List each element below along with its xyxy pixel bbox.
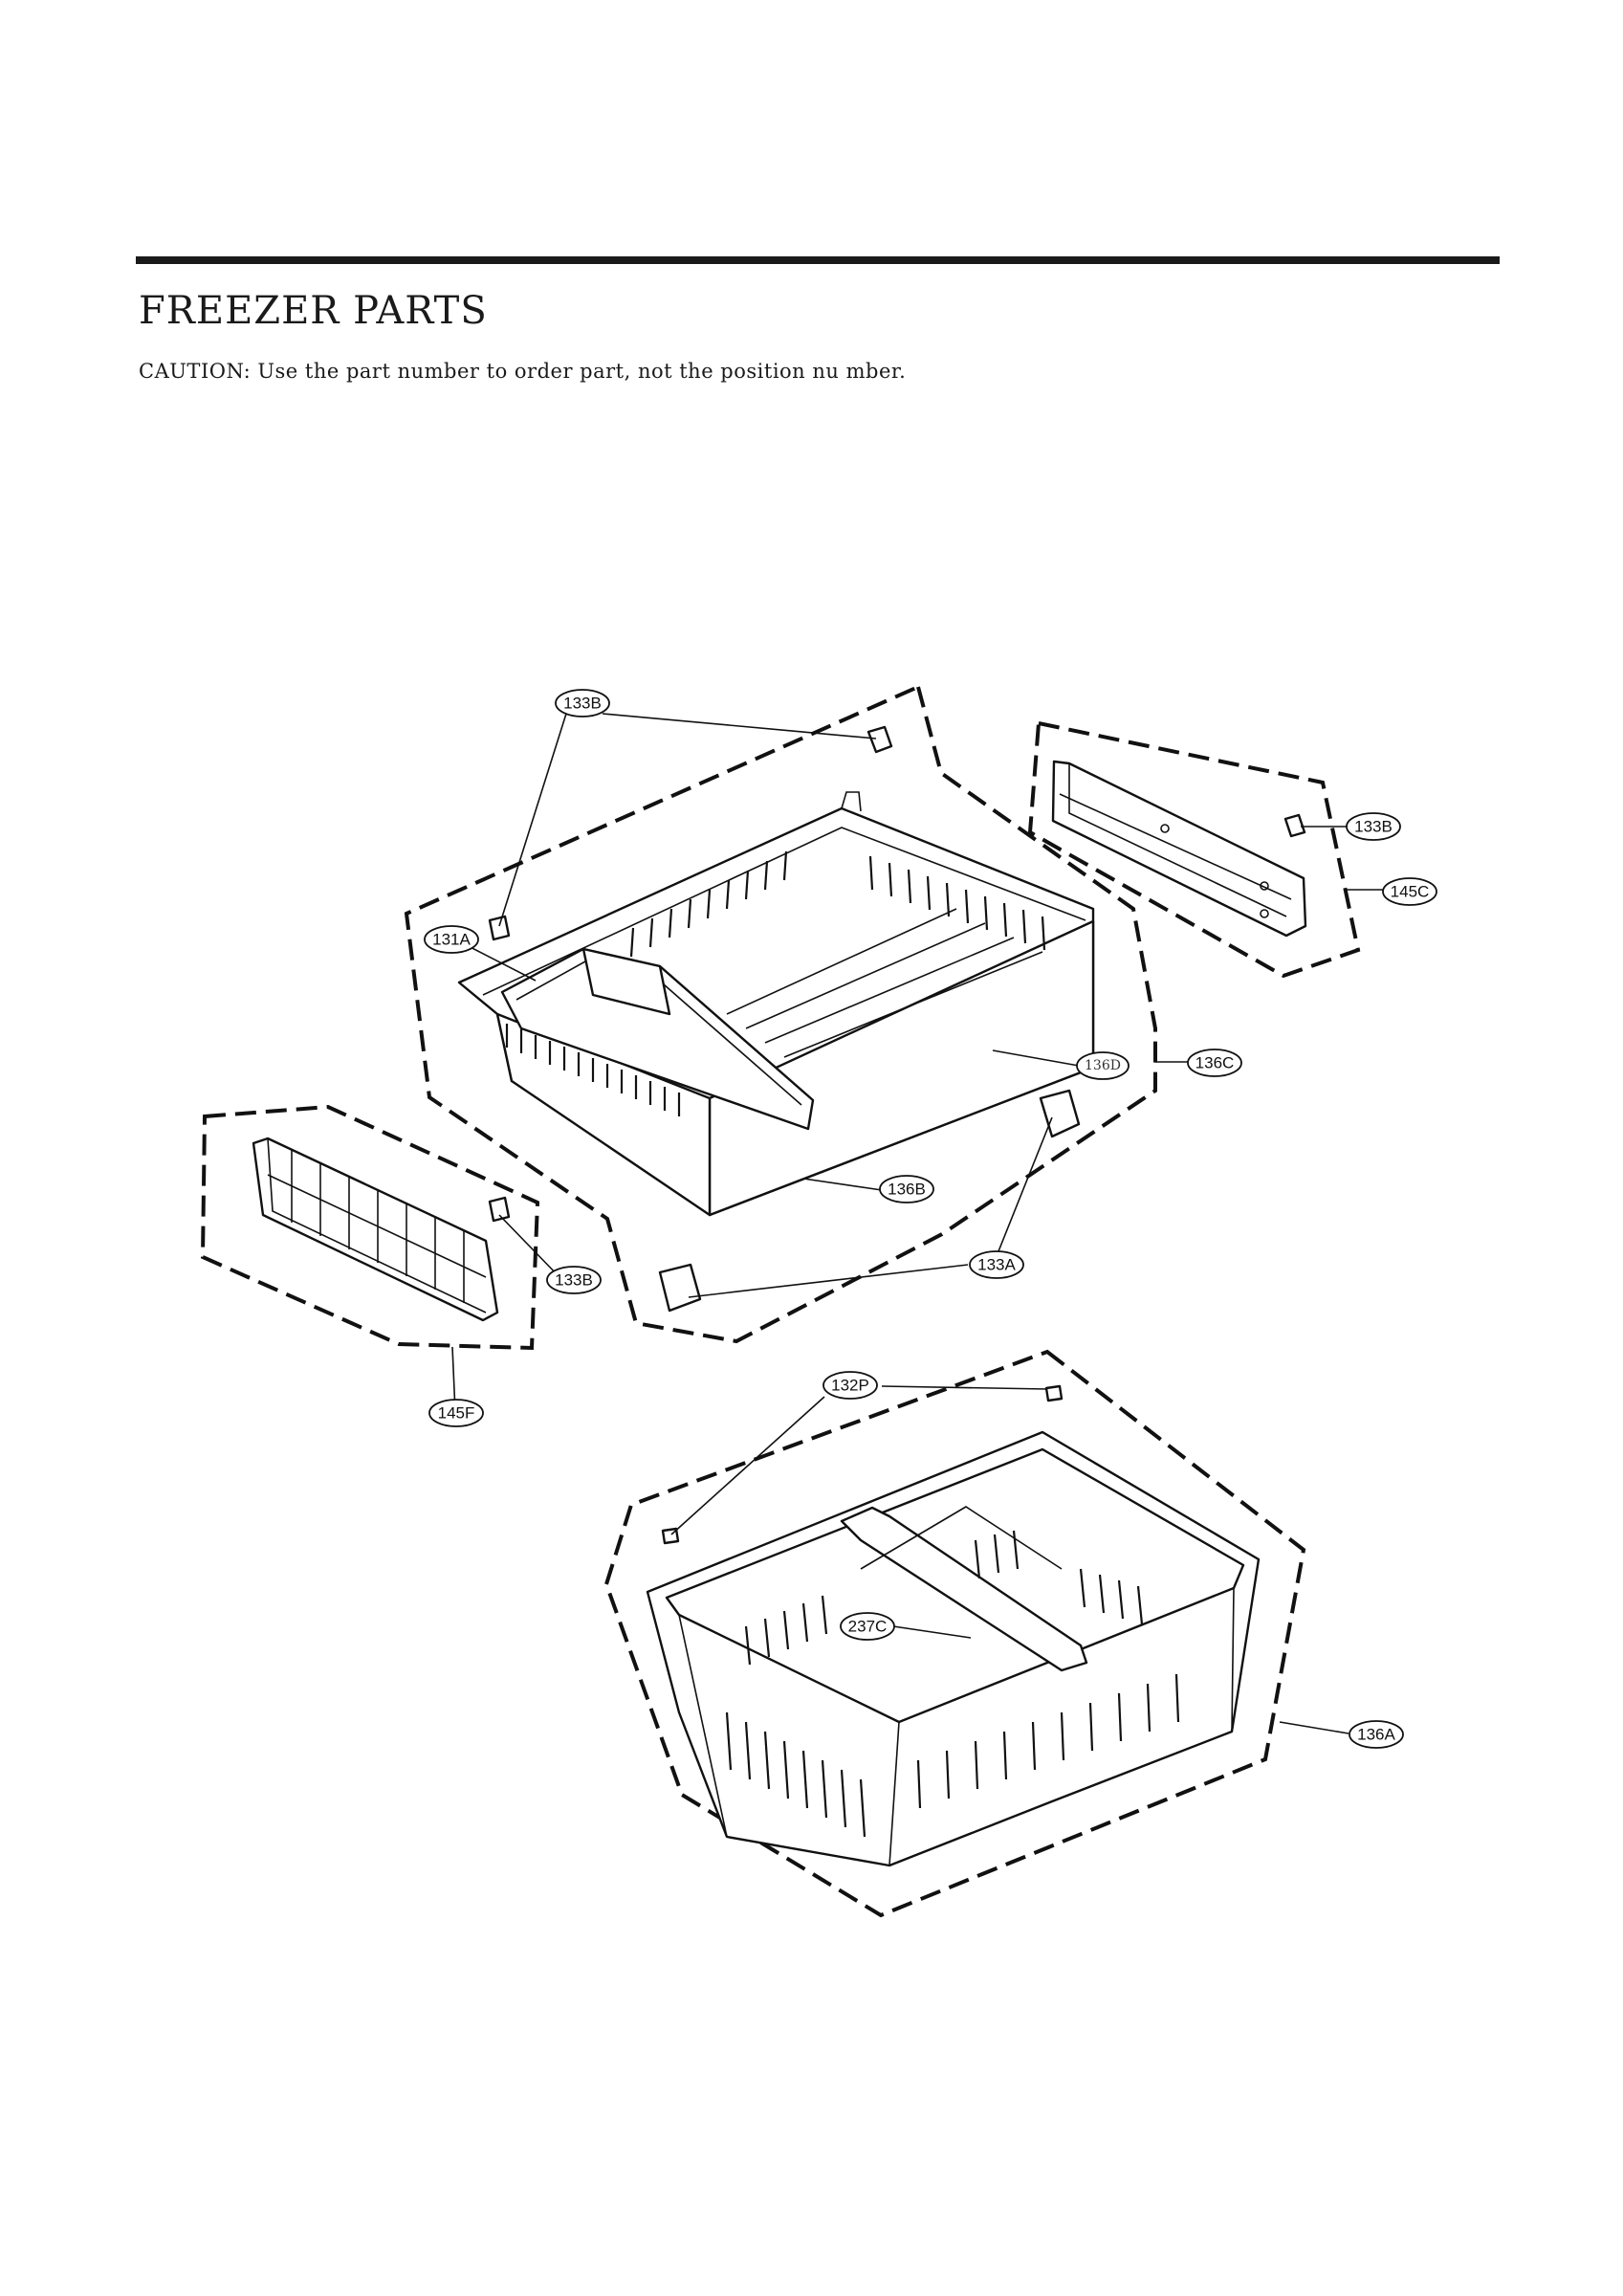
callout-145c: 145C — [1382, 877, 1437, 906]
clip-133b-left-rail — [488, 1196, 511, 1223]
rail-145c-part — [1051, 760, 1307, 938]
svg-text:136C: 136C — [1195, 1054, 1235, 1072]
rail-group-outline — [1027, 720, 1361, 979]
lower-basket-group-outline — [603, 1349, 1306, 1918]
svg-text:131A: 131A — [432, 931, 471, 949]
callout-145f: 145F — [428, 1399, 484, 1427]
leader-133a — [688, 1116, 1053, 1298]
leader-136b — [802, 1178, 883, 1191]
callout-132p: 132P — [822, 1371, 878, 1400]
leader-136d — [992, 1049, 1080, 1067]
callout-133b-left: 133B — [546, 1266, 602, 1294]
lower-basket-part — [646, 1430, 1261, 1867]
svg-text:133B: 133B — [563, 695, 602, 713]
header-rule — [136, 256, 1500, 264]
svg-text:145F: 145F — [438, 1404, 475, 1423]
callout-131a: 131A — [424, 925, 479, 954]
page-title: FREEZER PARTS — [139, 289, 488, 333]
leader-237c — [892, 1625, 972, 1639]
leader-136a — [1279, 1721, 1349, 1734]
leader-133b-left — [498, 1214, 561, 1279]
caution-note: CAUTION: Use the part number to order pa… — [139, 360, 907, 383]
leader-132p — [670, 1385, 1048, 1535]
rail-145f-part — [252, 1137, 499, 1322]
clip-133b-rail — [1283, 813, 1306, 838]
svg-text:133A: 133A — [977, 1256, 1016, 1274]
callout-136a: 136A — [1349, 1720, 1404, 1749]
callout-133b-rail: 133B — [1346, 812, 1401, 841]
svg-text:133B: 133B — [1354, 818, 1393, 836]
callout-133a: 133A — [969, 1250, 1024, 1279]
leader-133b-top — [498, 713, 877, 927]
callout-136c: 136C — [1187, 1049, 1242, 1077]
callout-237c: 237C — [840, 1612, 895, 1641]
svg-text:237C: 237C — [848, 1618, 888, 1636]
upper-drawer-group-outline — [404, 684, 1157, 1344]
left-rail-group-outline — [200, 1104, 540, 1351]
stopper-133a-left — [658, 1263, 702, 1313]
clip-133b-top — [866, 725, 893, 754]
svg-text:136B: 136B — [888, 1181, 926, 1199]
callout-136d: 136D — [1076, 1051, 1130, 1080]
stopper-133a-right — [1039, 1089, 1081, 1138]
callout-136b: 136B — [879, 1175, 934, 1203]
callout-133b-top: 133B — [555, 689, 610, 718]
svg-text:136A: 136A — [1357, 1726, 1395, 1744]
upper-drawer-part — [457, 791, 1095, 1217]
clip-133b-upper-left — [488, 915, 511, 941]
svg-text:136D: 136D — [1085, 1058, 1121, 1073]
svg-text:145C: 145C — [1391, 883, 1430, 901]
svg-text:133B: 133B — [555, 1271, 593, 1290]
inner-bin-part — [500, 947, 815, 1131]
pad-132p-right — [1044, 1384, 1064, 1402]
svg-text:132P: 132P — [831, 1377, 869, 1395]
